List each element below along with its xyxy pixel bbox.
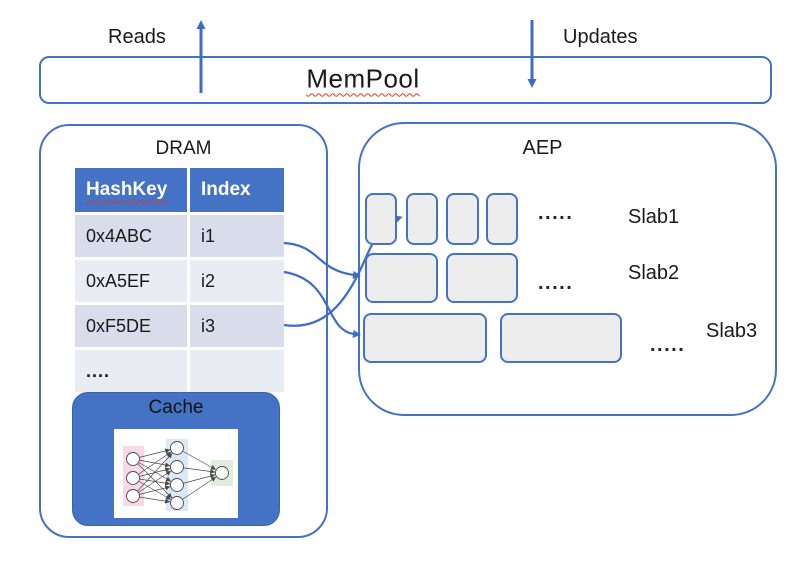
index-cell: i3 bbox=[190, 305, 284, 347]
mempool-label: MemPool bbox=[41, 63, 685, 94]
table-row: .... bbox=[75, 350, 284, 392]
hashkey-cell: 0xA5EF bbox=[75, 260, 187, 302]
slab2-block bbox=[446, 253, 518, 303]
hashkey-cell-ellipsis: .... bbox=[75, 350, 187, 392]
table-row: 0x4ABC i1 bbox=[75, 215, 284, 257]
aep-title: AEP bbox=[522, 137, 563, 159]
slab3-ellipsis: ..... bbox=[650, 334, 686, 356]
dram-title: DRAM bbox=[155, 138, 212, 159]
slab2-label: Slab2 bbox=[628, 262, 680, 284]
slab1-block bbox=[446, 193, 479, 245]
nn-nodes bbox=[126, 441, 229, 510]
slab1-ellipsis: ..... bbox=[538, 202, 574, 224]
slab3-block bbox=[500, 313, 622, 363]
slab2-ellipsis: ..... bbox=[538, 272, 574, 294]
hash-table-header-hashkey: HashKey bbox=[75, 168, 187, 212]
cache-box: Cache bbox=[72, 392, 280, 526]
slab1-block bbox=[406, 193, 438, 245]
slab3-block bbox=[363, 313, 487, 363]
hashkey-cell: 0x4ABC bbox=[75, 215, 187, 257]
index-cell bbox=[190, 350, 284, 392]
slab1-block bbox=[365, 193, 397, 245]
reads-label: Reads bbox=[108, 26, 166, 48]
neural-network-image bbox=[114, 429, 238, 518]
neural-network-svg bbox=[123, 439, 233, 511]
nn-edges bbox=[132, 447, 223, 504]
updates-label: Updates bbox=[563, 26, 638, 48]
slab3-label: Slab3 bbox=[706, 320, 758, 342]
index-cell: i1 bbox=[190, 215, 284, 257]
slab1-label: Slab1 bbox=[628, 206, 680, 228]
slab2-block bbox=[365, 253, 438, 303]
table-row: 0xA5EF i2 bbox=[75, 260, 284, 302]
hash-table-header-row: HashKey Index bbox=[75, 168, 284, 212]
cache-title: Cache bbox=[148, 397, 204, 418]
mempool-text: MemPool bbox=[306, 63, 420, 94]
hashkey-cell: 0xF5DE bbox=[75, 305, 187, 347]
slab1-block bbox=[486, 193, 518, 245]
hash-table-header-index: Index bbox=[190, 168, 284, 212]
mempool-box: MemPool bbox=[39, 56, 772, 104]
index-cell: i2 bbox=[190, 260, 284, 302]
table-row: 0xF5DE i3 bbox=[75, 305, 284, 347]
